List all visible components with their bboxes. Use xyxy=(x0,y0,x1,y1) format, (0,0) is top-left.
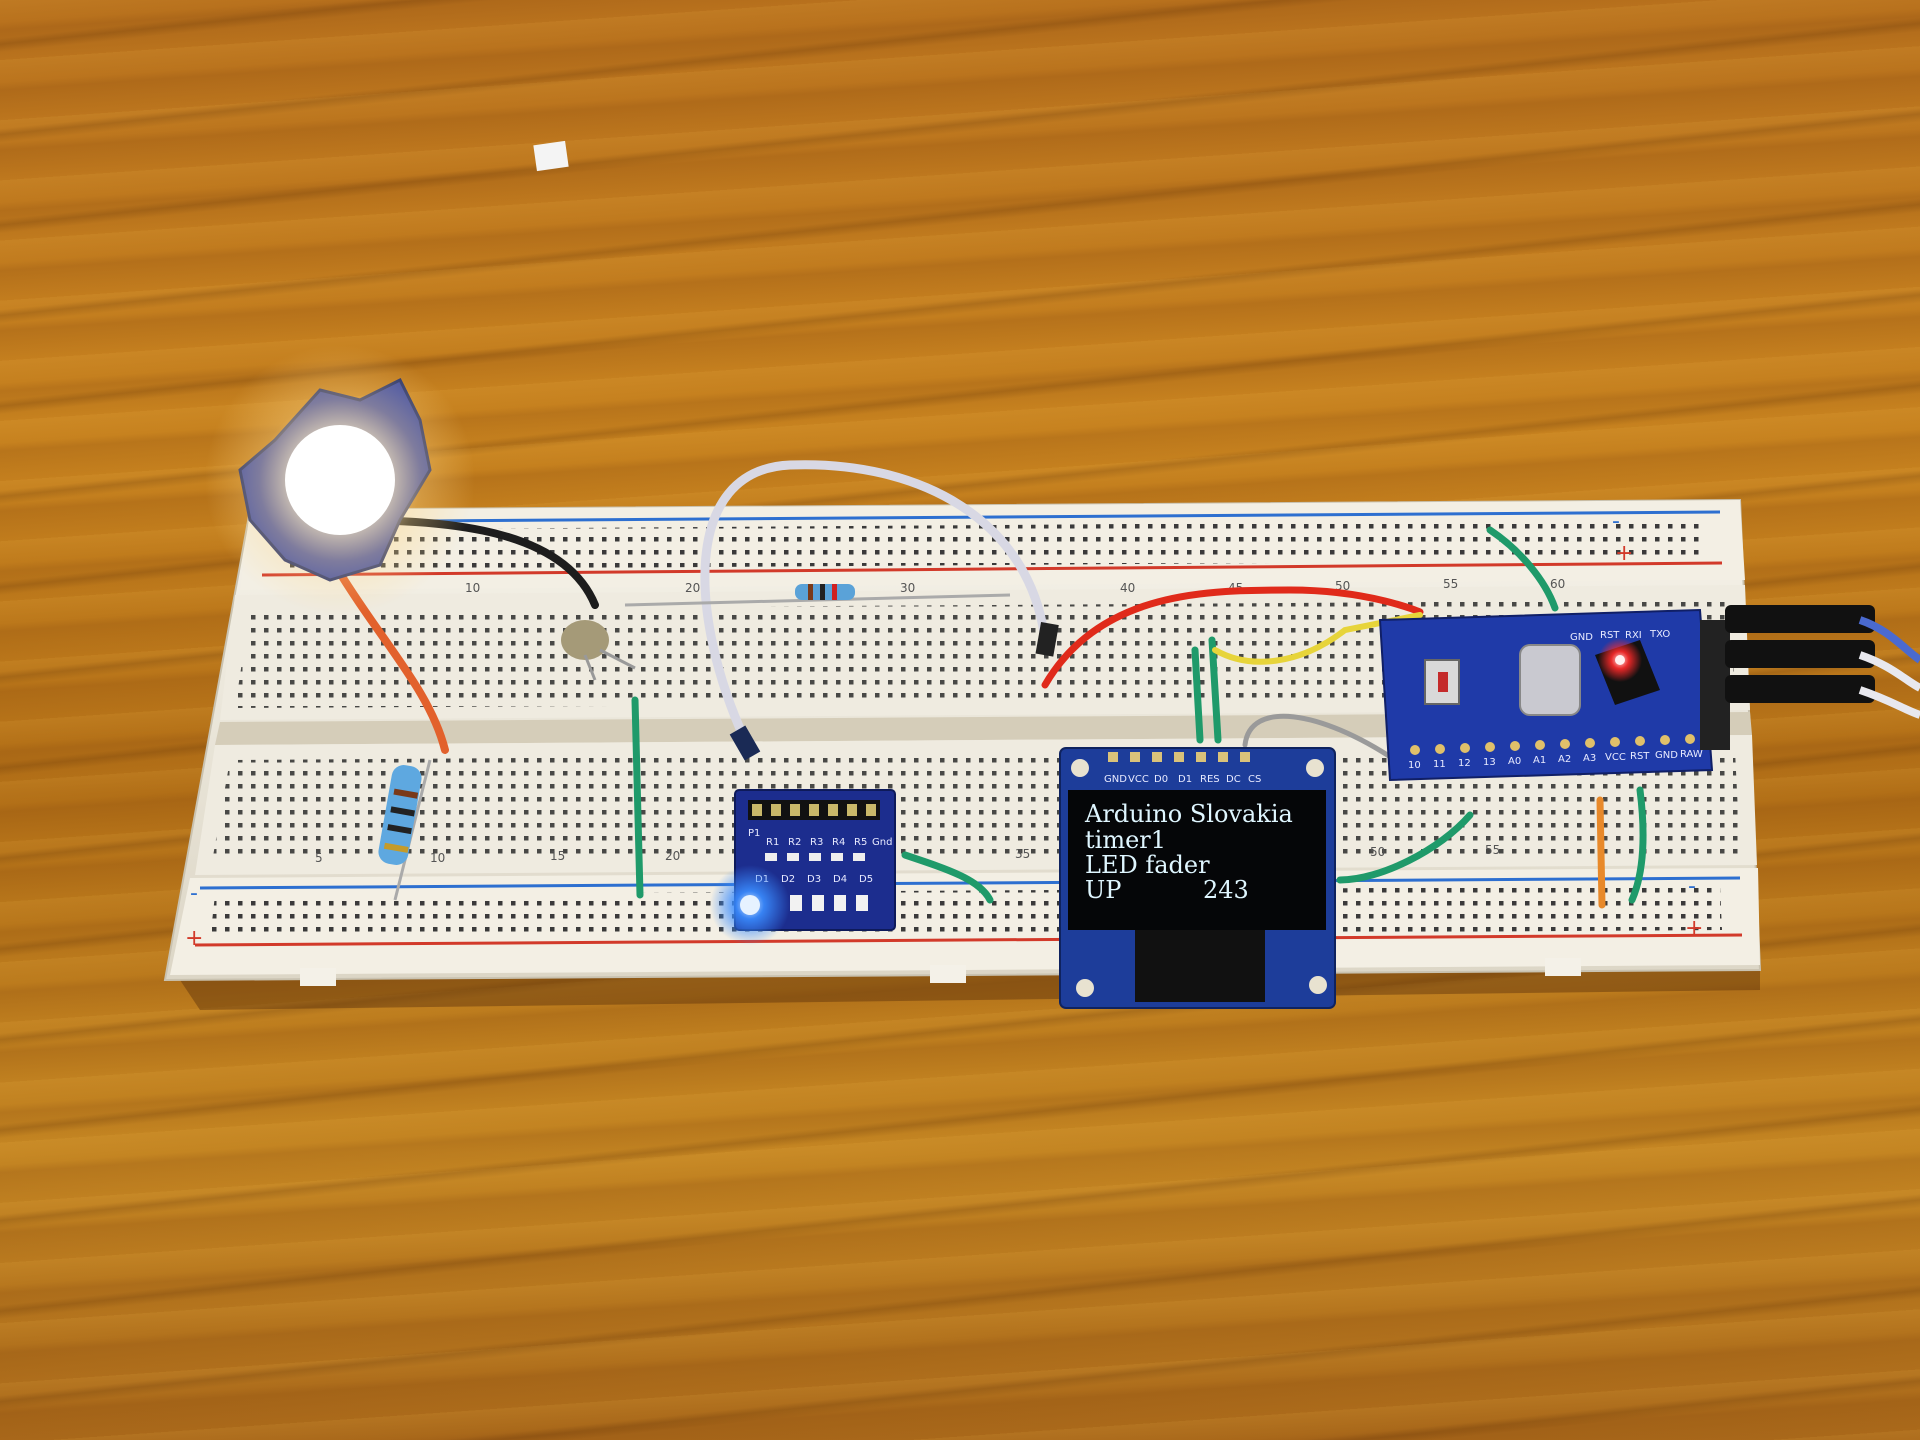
led-module-label-gnd: Gnd xyxy=(872,837,892,848)
led-module-label-d3: D3 xyxy=(807,874,821,885)
led-module-label-r1: R1 xyxy=(766,837,779,848)
arduino-pin-11: 11 xyxy=(1433,759,1446,770)
power-led-star xyxy=(205,345,475,615)
arduino-pin-txo: TXO xyxy=(1649,629,1670,640)
oled-line-1: Arduino Slovakia xyxy=(1084,800,1293,828)
low-col-num-20: 20 xyxy=(665,849,680,863)
oled-pin-res: RES xyxy=(1200,774,1220,785)
resistor-top xyxy=(624,584,1011,607)
arduino-pin-a1: A1 xyxy=(1533,755,1546,766)
transistor xyxy=(561,620,636,681)
arduino-pin-rst-bottom: RST xyxy=(1630,751,1650,762)
col-num-10: 10 xyxy=(465,581,480,595)
led-module-label-d2: D2 xyxy=(781,874,795,885)
led-module-label-r2: R2 xyxy=(788,837,801,848)
led-module-label-p1: P1 xyxy=(748,828,760,839)
rail-minus-top: - xyxy=(1612,509,1620,534)
low-col-num-10: 10 xyxy=(430,851,445,865)
green-wire-6 xyxy=(1336,811,1474,884)
oled-pin-d1: D1 xyxy=(1178,774,1192,785)
green-wire-4 xyxy=(1208,636,1222,744)
green-wire-7 xyxy=(1628,786,1647,904)
arduino-pin-12: 12 xyxy=(1458,758,1471,769)
low-col-num-35: 35 xyxy=(1015,847,1030,861)
arduino-pin-rst-top: RST xyxy=(1600,630,1620,641)
arduino-pin-rxi: RXI xyxy=(1625,630,1642,641)
grey-wire-oled xyxy=(1242,713,1398,763)
paper-scrap xyxy=(533,140,569,172)
arduino-pin-gnd-top: GND xyxy=(1570,632,1593,643)
oled-line-3: LED fader xyxy=(1085,851,1210,879)
serial-cable-bundle xyxy=(1725,605,1920,719)
rail-plus-top: + xyxy=(1615,541,1633,566)
low-col-num-55: 55 xyxy=(1485,843,1500,857)
oled-line-4-value: 243 xyxy=(1203,876,1249,904)
led-module-label-r3: R3 xyxy=(810,837,823,848)
green-wire-2 xyxy=(901,851,994,904)
oled-screen xyxy=(1068,790,1326,930)
center-channel xyxy=(215,712,1752,745)
oled-display: GND VCC D0 D1 RES DC CS Arduino Slovakia… xyxy=(1059,747,1336,1009)
col-num-40: 40 xyxy=(1120,581,1135,595)
oled-line-4-label: UP xyxy=(1085,876,1121,904)
arduino-pin-a2: A2 xyxy=(1558,754,1571,765)
led-module-label-d4: D4 xyxy=(833,874,847,885)
arduino-pin-10: 10 xyxy=(1408,760,1421,771)
led-module-label-r4: R4 xyxy=(832,837,845,848)
col-num-30: 30 xyxy=(900,581,915,595)
arduino-pin-a3: A3 xyxy=(1583,753,1596,764)
breadboard: + - + - + - 10 20 30 40 45 50 55 60 5 10… xyxy=(163,498,1762,986)
arduino-pro-mini: GND RST RXI TXO 10 11 12 13 A0 A1 A2 A3 … xyxy=(1378,608,1730,782)
yellow-wire xyxy=(1212,612,1423,665)
oled-pin-vcc: VCC xyxy=(1128,774,1149,785)
rail-plus-bottom: + xyxy=(185,926,203,951)
resistor-left xyxy=(378,759,432,901)
col-num-60: 60 xyxy=(1550,577,1565,591)
orange-wire-short xyxy=(1596,796,1606,909)
grey-jumper-wire xyxy=(700,460,1050,745)
oled-pin-d0: D0 xyxy=(1154,774,1168,785)
oled-pin-gnd: GND xyxy=(1104,774,1127,785)
green-wire-5 xyxy=(1486,526,1559,612)
oled-pin-cs: CS xyxy=(1248,774,1261,785)
oled-line-2: timer1 xyxy=(1085,826,1166,854)
green-wire-3 xyxy=(1191,646,1204,744)
low-col-num-15: 15 xyxy=(550,849,565,863)
red-wire xyxy=(1041,586,1424,689)
arduino-pin-vcc: VCC xyxy=(1605,752,1626,763)
arduino-pin-a0: A0 xyxy=(1508,756,1521,767)
rail-plus-bottom-right: + xyxy=(1685,916,1703,941)
low-col-num-5: 5 xyxy=(315,851,323,865)
rail-minus-bottom: - xyxy=(190,881,198,906)
led-module-label-r5: R5 xyxy=(854,837,867,848)
rail-minus-bottom-right: - xyxy=(1688,874,1696,899)
oled-pin-dc: DC xyxy=(1226,774,1241,785)
arduino-pin-gnd-bottom: GND xyxy=(1655,750,1678,761)
green-wire-1 xyxy=(631,696,644,899)
arduino-pin-raw: RAW xyxy=(1680,749,1703,760)
col-num-20: 20 xyxy=(685,581,700,595)
arduino-pin-13: 13 xyxy=(1483,757,1496,768)
led-module: P1 R1 R2 R3 R4 R5 Gnd D1 D2 D3 D4 D5 xyxy=(710,789,896,945)
col-num-55: 55 xyxy=(1443,577,1458,591)
led-module-label-d5: D5 xyxy=(859,874,873,885)
low-col-num-50: 50 xyxy=(1370,845,1385,859)
